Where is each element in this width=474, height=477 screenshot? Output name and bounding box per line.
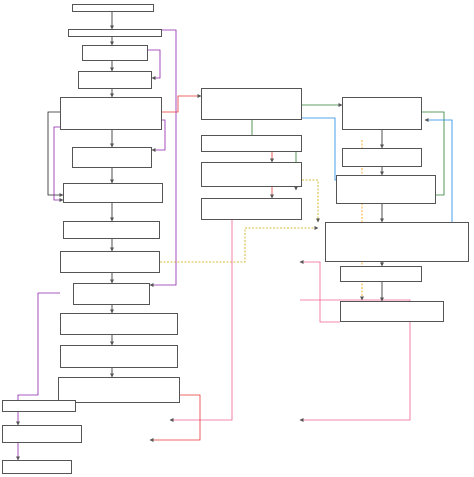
flow-node bbox=[68, 29, 162, 37]
connector-arrow bbox=[302, 179, 320, 223]
flow-node bbox=[72, 147, 152, 168]
flow-node bbox=[2, 400, 76, 412]
flow-node bbox=[342, 97, 422, 130]
connector-arrow bbox=[53, 126, 64, 202]
flow-node bbox=[60, 251, 160, 273]
connector-arrow bbox=[302, 117, 341, 182]
connector-arrow bbox=[169, 205, 233, 422]
flow-node bbox=[342, 148, 422, 167]
flow-node bbox=[201, 88, 302, 120]
connector-arrow bbox=[149, 29, 177, 287]
flow-node bbox=[78, 71, 152, 89]
connector-arrow bbox=[160, 226, 319, 263]
connector-arrow bbox=[47, 111, 64, 197]
connector-arrow bbox=[16, 292, 60, 411]
flow-node bbox=[2, 460, 72, 474]
flow-node bbox=[60, 313, 178, 335]
flow-node bbox=[201, 135, 302, 152]
flow-node bbox=[325, 222, 469, 262]
connector-arrow bbox=[148, 49, 161, 80]
flow-node bbox=[60, 97, 162, 130]
flow-node bbox=[73, 283, 150, 305]
flow-node bbox=[340, 301, 444, 322]
flow-node bbox=[2, 425, 82, 443]
connector-arrow bbox=[162, 94, 202, 113]
flow-node bbox=[201, 198, 302, 220]
flow-node bbox=[201, 162, 302, 187]
connector-arrow bbox=[299, 260, 340, 323]
flow-node bbox=[58, 377, 180, 403]
connector-arrow bbox=[299, 299, 411, 422]
flow-node bbox=[63, 221, 160, 239]
flow-node bbox=[72, 4, 154, 12]
flow-node bbox=[60, 345, 178, 368]
flow-node bbox=[82, 45, 148, 61]
flow-node bbox=[63, 183, 163, 203]
flow-node bbox=[340, 266, 422, 282]
connector-arrow bbox=[149, 394, 201, 442]
flow-node bbox=[336, 175, 436, 204]
